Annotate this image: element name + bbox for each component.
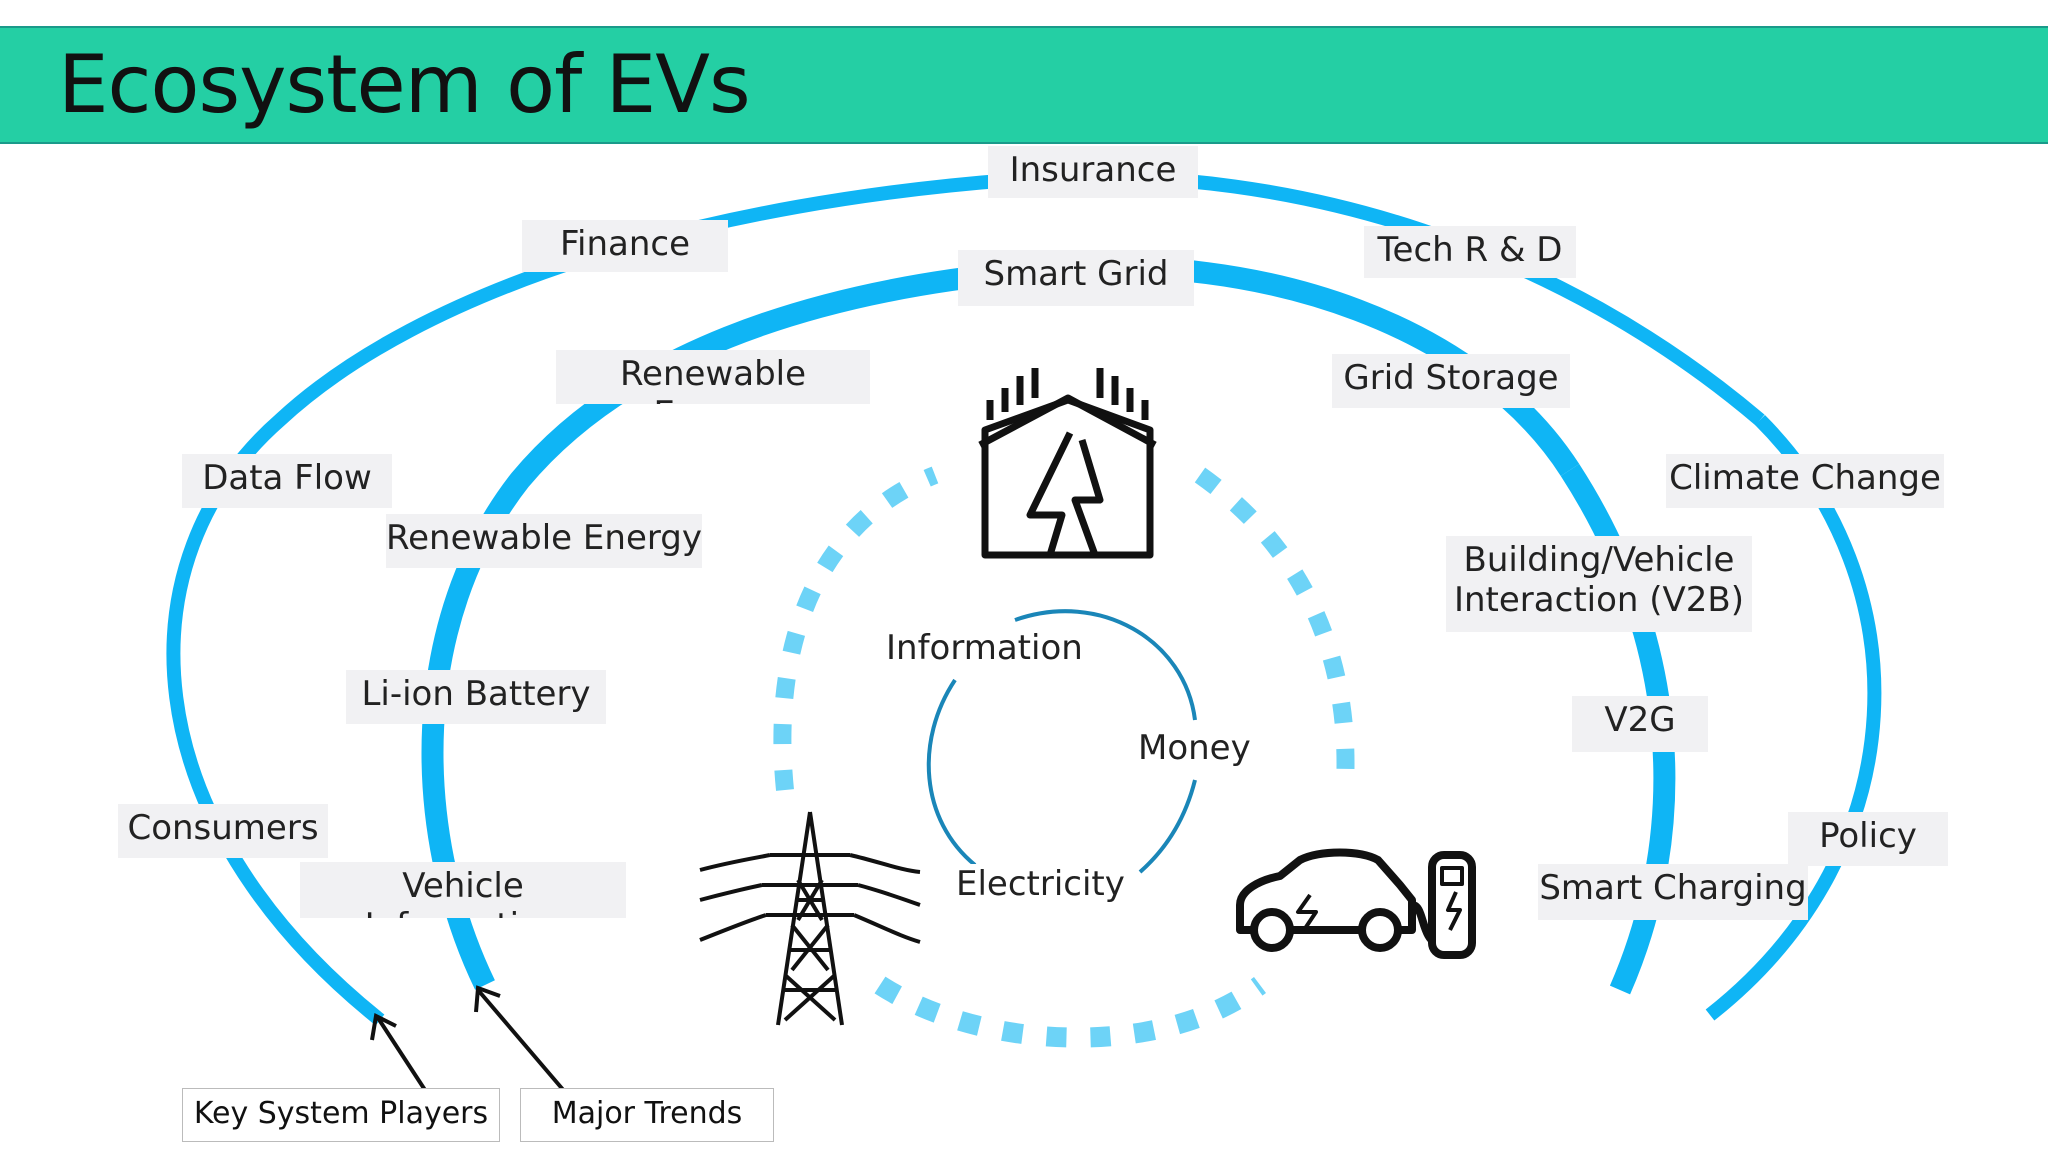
dashed-ring-right bbox=[1194, 467, 1355, 786]
label-climate-change: Climate Change bbox=[1666, 454, 1944, 508]
label-policy: Policy bbox=[1788, 812, 1948, 866]
label-renewable-energy-2: Renewable Energy bbox=[386, 514, 702, 568]
label-insurance: Insurance bbox=[988, 146, 1198, 198]
label-data-flow: Data Flow bbox=[182, 454, 392, 508]
label-vehicle-information: Vehicle Information bbox=[300, 862, 626, 918]
power-tower-icon bbox=[699, 811, 921, 1026]
arrow-major-trends bbox=[476, 988, 567, 1094]
label-tech-rd: Tech R & D bbox=[1364, 226, 1576, 278]
middle-ring-left-arc bbox=[421, 259, 1041, 990]
flow-electricity: Electricity bbox=[952, 864, 1129, 904]
inner-cycle-arc-left bbox=[926, 678, 977, 867]
ev-charging-icon bbox=[1236, 848, 1476, 959]
arrow-key-system-players bbox=[376, 1016, 427, 1092]
label-smart-charging: Smart Charging bbox=[1538, 864, 1808, 920]
house-lightning-icon bbox=[978, 368, 1157, 559]
legend-key-system-players: Key System Players bbox=[182, 1088, 500, 1142]
label-renewable-energy-1: Renewable Energy bbox=[556, 350, 870, 404]
flow-money: Money bbox=[1134, 728, 1255, 768]
label-li-ion-battery: Li-ion Battery bbox=[346, 670, 606, 724]
flow-information: Information bbox=[882, 628, 1087, 668]
label-smart-grid: Smart Grid bbox=[958, 250, 1194, 306]
label-v2g: V2G bbox=[1572, 696, 1708, 752]
page-title: Ecosystem of EVs bbox=[58, 38, 751, 131]
title-bar: Ecosystem of EVs bbox=[0, 26, 2048, 144]
label-finance: Finance bbox=[522, 220, 728, 272]
label-grid-storage: Grid Storage bbox=[1332, 354, 1570, 408]
legend-major-trends: Major Trends bbox=[520, 1088, 774, 1142]
label-building-vehicle: Building/Vehicle Interaction (V2B) bbox=[1446, 536, 1752, 632]
dashed-ring-left bbox=[773, 466, 939, 791]
inner-cycle-arc-right bbox=[1138, 779, 1197, 874]
label-consumers: Consumers bbox=[118, 804, 328, 858]
outer-ring-right-arc bbox=[1705, 415, 1882, 1021]
inner-cycle-arc-top bbox=[1014, 609, 1197, 721]
dashed-ring-bottom bbox=[874, 976, 1266, 1048]
